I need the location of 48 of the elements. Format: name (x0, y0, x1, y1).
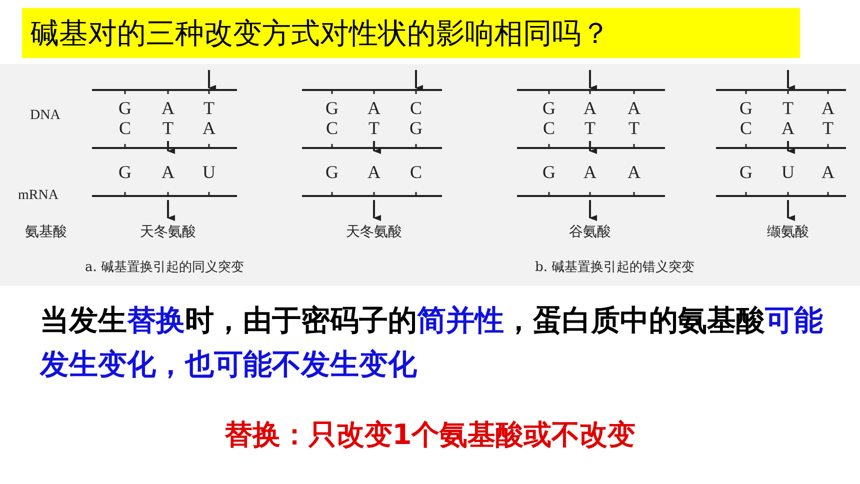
base-letter: G (740, 163, 752, 181)
base-letter: G (118, 99, 132, 117)
figure-caption: a. 碱基置换引起的同义突变 (85, 259, 244, 276)
base-letter: C (543, 119, 555, 137)
figure-caption: b. 碱基置换引起的错义突变 (535, 259, 695, 276)
base-letter: G (326, 163, 338, 181)
conclusion-text: 替换：只改变1个氨基酸或不改变 (223, 417, 637, 453)
base-letter: G (118, 163, 132, 181)
base-letter: T (162, 119, 174, 137)
base-letter: U (202, 163, 216, 181)
base-letter: C (740, 119, 752, 137)
base-letter: T (822, 119, 834, 137)
body-text: 当发生替换时，由于密码子的简并性，蛋白质中的氨基酸可能发生变化，也可能不发生变化 (40, 302, 824, 383)
base-letter: A (628, 163, 640, 181)
amino-acid-label: 缬氨酸 (767, 223, 809, 241)
title-banner: 碱基对的三种改变方式对性状的影响相同吗？ (22, 8, 800, 58)
base-letter: T (782, 99, 794, 117)
base-letter: A (782, 119, 794, 137)
base-letter: A (822, 99, 834, 117)
base-letter: G (542, 163, 556, 181)
base-letter: U (782, 163, 794, 181)
base-letter: A (628, 99, 640, 117)
row-label: 氨基酸 (25, 223, 67, 241)
base-letter: T (628, 119, 640, 137)
base-letter: A (202, 119, 216, 137)
amino-acid-label: 谷氨酸 (569, 223, 611, 241)
base-letter: T (368, 119, 380, 137)
amino-acid-label: 天冬氨酸 (346, 223, 402, 241)
base-letter: A (368, 163, 380, 181)
base-letter: A (368, 99, 380, 117)
base-letter: G (740, 99, 752, 117)
strand-label: mRNA (18, 188, 58, 204)
base-letter: A (162, 163, 174, 181)
base-letter: T (584, 119, 596, 137)
base-letter: A (822, 163, 834, 181)
base-letter: C (119, 119, 131, 137)
amino-acid-label: 天冬氨酸 (140, 223, 196, 241)
strand-label: DNA (30, 108, 60, 124)
base-letter: G (326, 99, 338, 117)
base-letter: G (542, 99, 556, 117)
base-letter: T (204, 99, 214, 117)
base-letter: C (326, 119, 338, 137)
base-letter: G (410, 119, 422, 137)
base-letter: C (410, 163, 422, 181)
base-letter: A (584, 99, 596, 117)
base-letter: A (584, 163, 596, 181)
base-letter: C (410, 99, 422, 117)
base-letter: A (162, 99, 174, 117)
